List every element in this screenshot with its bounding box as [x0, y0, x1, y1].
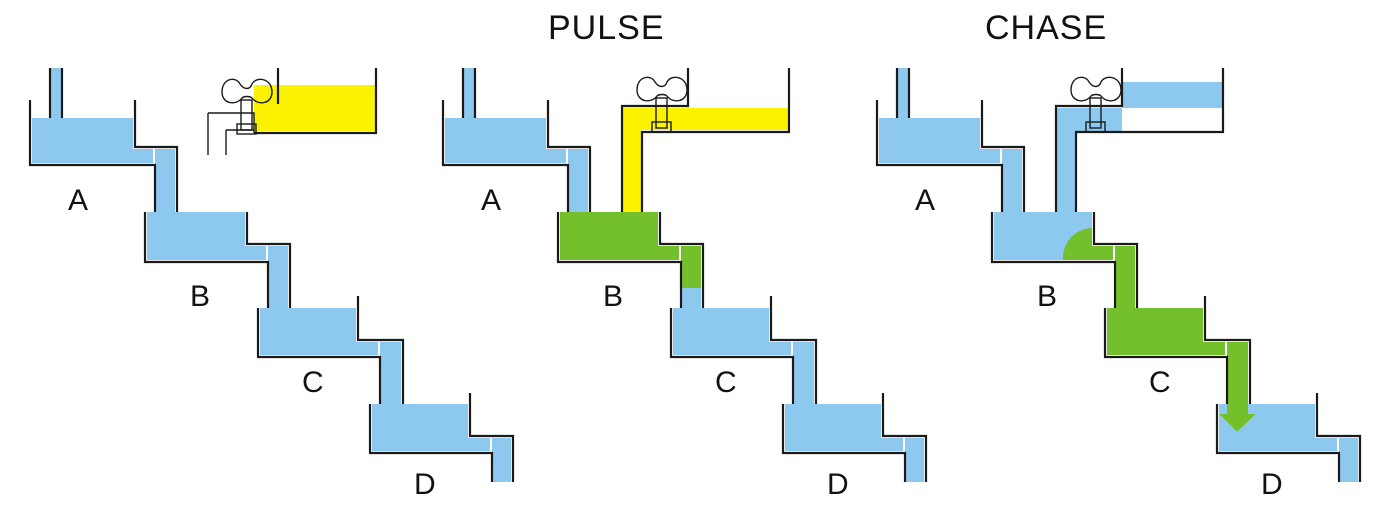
tank-label-d: D	[414, 468, 436, 501]
tank-label-a: A	[68, 184, 88, 217]
tank-label-b: B	[190, 280, 210, 313]
tank-label-d: D	[827, 468, 849, 501]
panel-initial: A B C D	[28, 68, 515, 501]
tank-label-d: D	[1261, 468, 1283, 501]
pulse-reservoir	[207, 68, 378, 155]
pulse-flow	[623, 108, 789, 212]
tank-label-b: B	[603, 280, 623, 313]
tank-label-c: C	[302, 366, 324, 399]
water-fill	[445, 68, 924, 482]
tank-label-c: C	[715, 366, 737, 399]
panel-title-pulse: PULSE	[548, 9, 665, 47]
tank-label-a: A	[915, 184, 935, 217]
panel-title-chase: CHASE	[985, 9, 1107, 47]
panel-pulse: A B C D	[441, 68, 928, 501]
water-fill	[879, 68, 1358, 482]
water-fill	[32, 68, 511, 482]
tank-label-b: B	[1037, 280, 1057, 313]
panel-chase: A B C D	[875, 68, 1362, 501]
tank-label-c: C	[1149, 366, 1171, 399]
tank-label-a: A	[481, 184, 501, 217]
